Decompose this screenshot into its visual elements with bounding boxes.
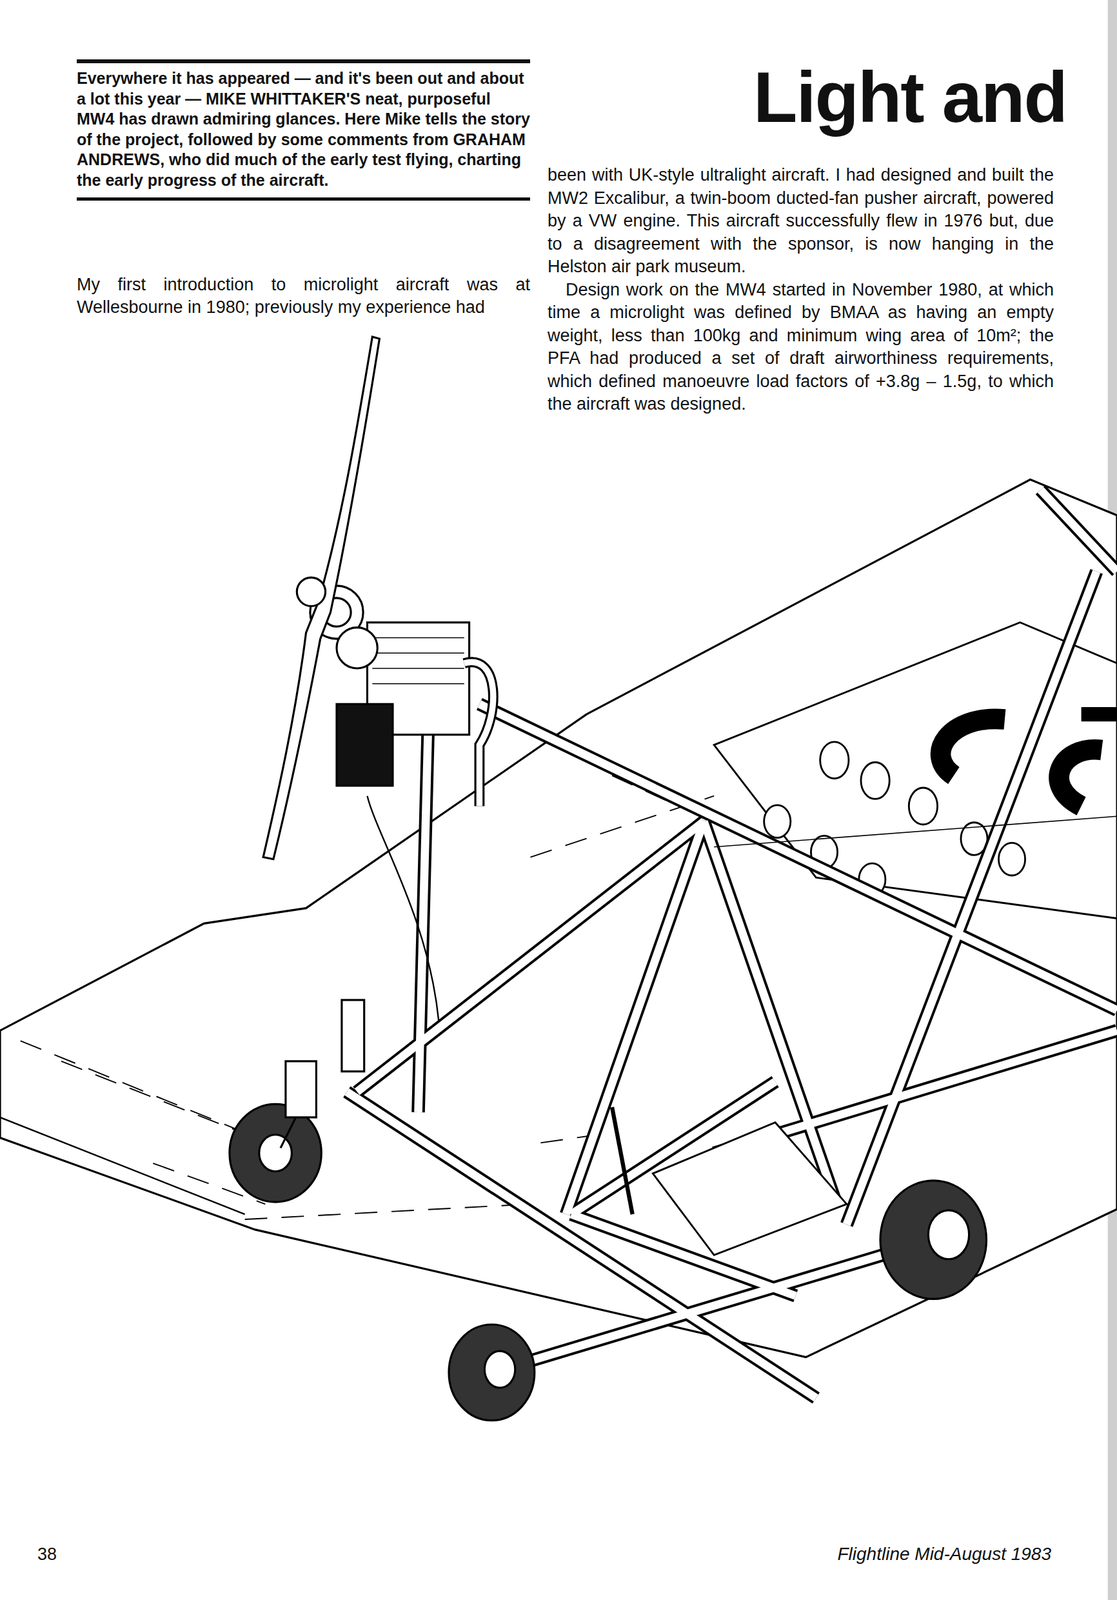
frame-tubes: [346, 489, 1117, 1398]
propeller: [263, 336, 380, 860]
seat: [652, 1122, 847, 1256]
nose-gear: [280, 999, 365, 1148]
body-text: My first introduction to microlight airc…: [76, 273, 531, 319]
page-number: 38: [37, 1542, 57, 1565]
page-title: Light and: [753, 59, 1067, 136]
propeller-hub: [296, 577, 326, 606]
control-stick: [612, 1106, 633, 1214]
frame-tubes-inner: [346, 489, 1117, 1398]
text-column: been with UK-style ultralight aircraft. …: [547, 163, 1054, 416]
wheels: [229, 1103, 987, 1420]
registration-marking: [1081, 706, 1117, 722]
body-text: been with UK-style ultralight aircraft. …: [547, 163, 1054, 279]
standfirst: Everywhere it has appeared — and it's be…: [76, 59, 531, 201]
bracing-wire: [713, 815, 1117, 847]
engine: [310, 585, 494, 807]
trailing-edge: [0, 1117, 246, 1214]
running-footer: Flightline Mid-August 1983: [761, 1542, 1052, 1565]
control-cable: [366, 795, 439, 1021]
body-text: Design work on the MW4 started in Novemb…: [547, 278, 1054, 416]
